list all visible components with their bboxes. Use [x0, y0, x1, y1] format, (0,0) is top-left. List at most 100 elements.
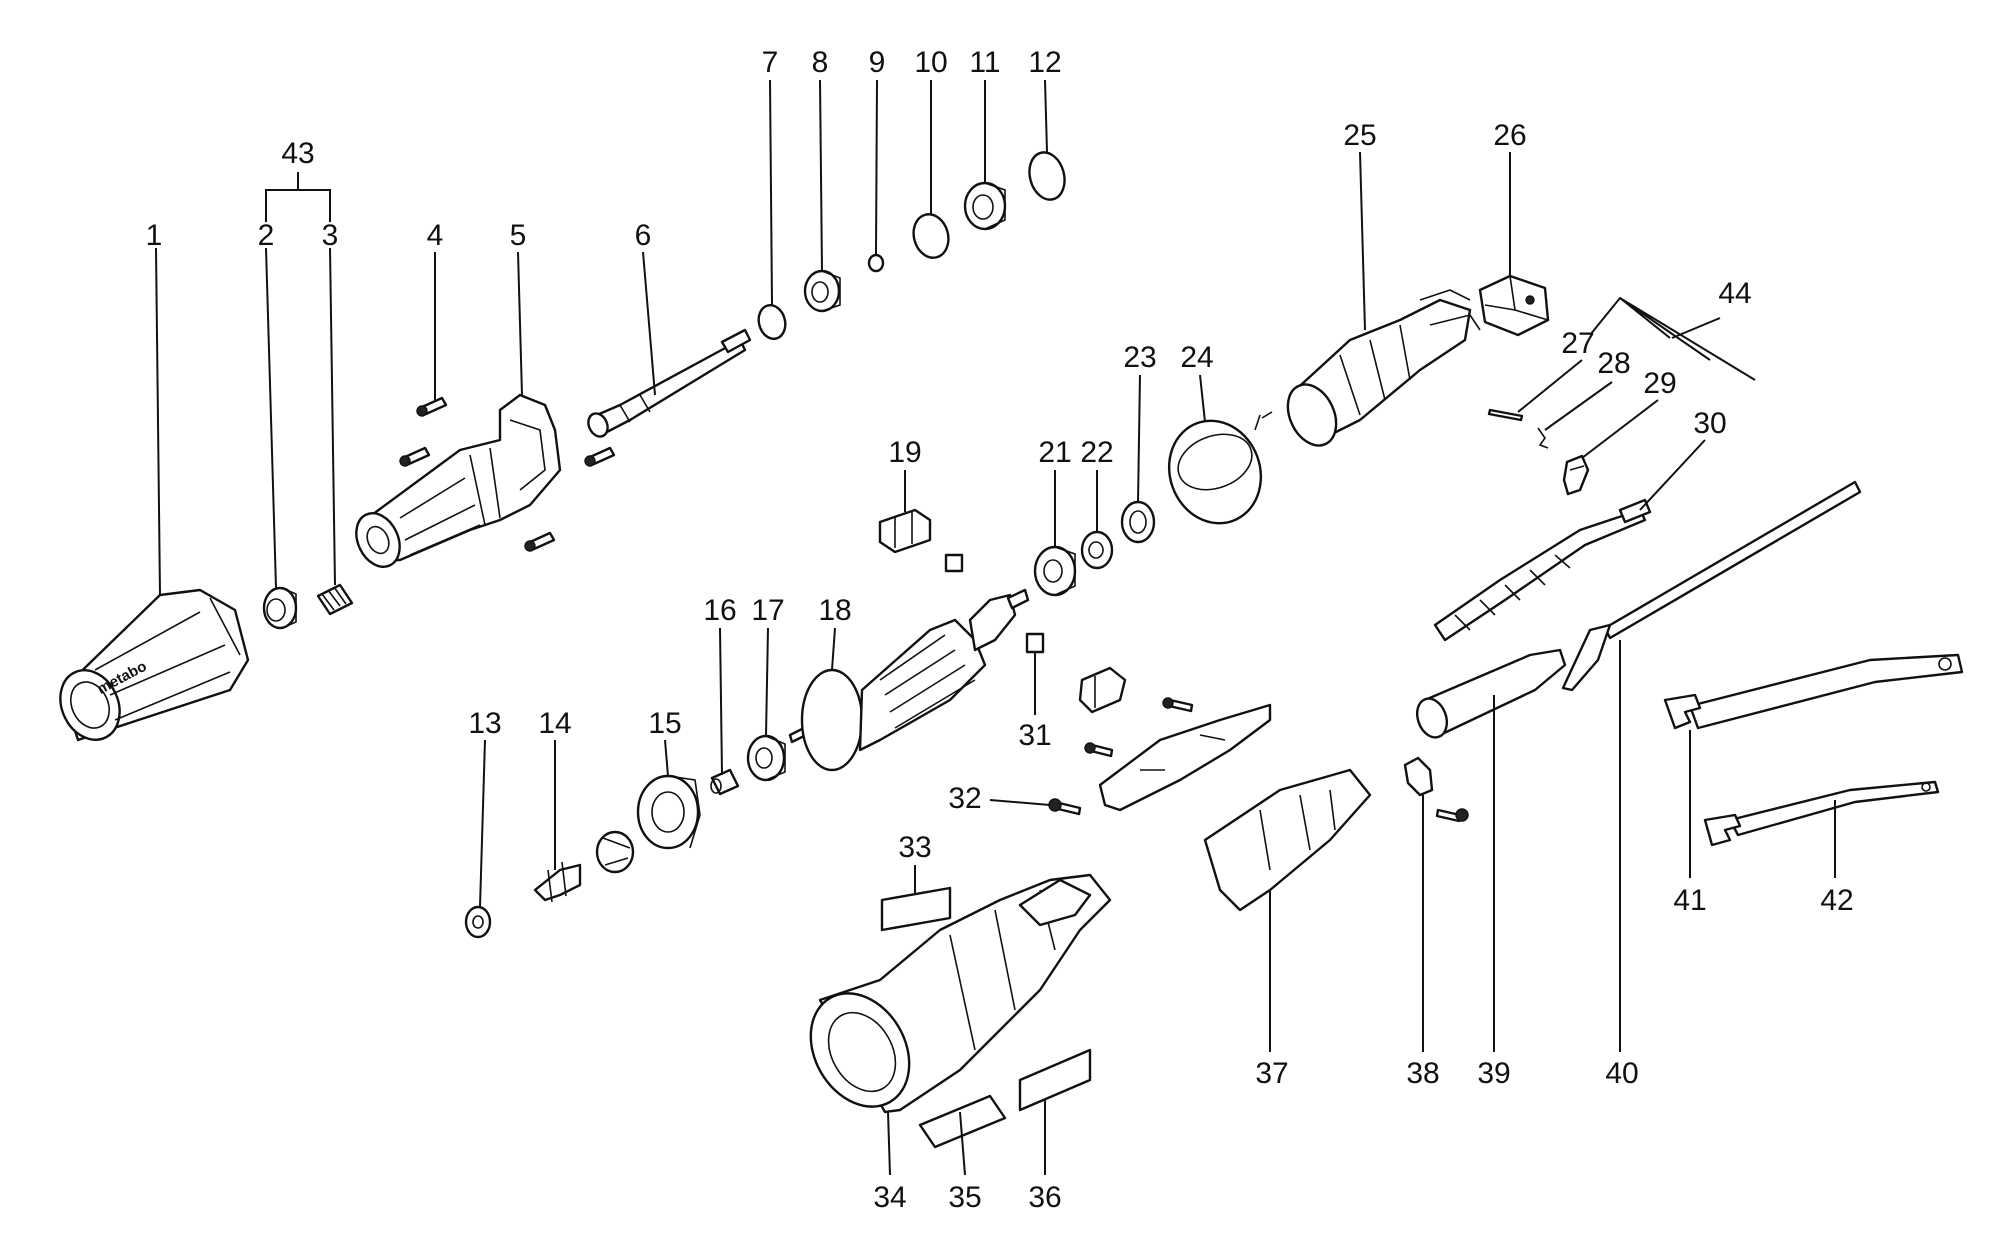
callout-29: 29 [1643, 367, 1676, 400]
leader-28 [1544, 381, 1613, 431]
callout-3: 3 [322, 219, 339, 252]
leader-lines [155, 79, 1836, 1176]
callout-9: 9 [869, 46, 886, 79]
part-8-bearing [803, 269, 841, 313]
leader-2 [265, 247, 277, 589]
callout-6: 6 [635, 219, 652, 252]
callout-32: 32 [948, 782, 981, 815]
callout-12: 12 [1028, 46, 1061, 79]
part-40-rod [1561, 480, 1862, 692]
callout-24: 24 [1180, 341, 1213, 374]
part-9-small-ring [867, 253, 885, 273]
leader-44 [1671, 317, 1721, 339]
leader-17 [765, 627, 769, 737]
callout-7: 7 [762, 46, 779, 79]
part-26-switch [1478, 274, 1550, 337]
callout-30: 30 [1693, 407, 1726, 440]
leader-1 [155, 247, 161, 596]
callout-39: 39 [1477, 1057, 1510, 1090]
part-17-bearing [746, 734, 786, 782]
callout-35: 35 [948, 1181, 981, 1214]
leader-3 [329, 247, 336, 586]
part-42-spanner [1703, 780, 1940, 847]
leader-24 [1199, 374, 1206, 423]
leader-30 [1639, 439, 1706, 511]
callout-17: 17 [751, 594, 784, 627]
callout-41: 41 [1673, 884, 1706, 917]
part-11-bearing [963, 181, 1007, 231]
callout-43: 43 [281, 137, 314, 170]
part-33-label [880, 886, 952, 932]
callout-8: 8 [812, 46, 829, 79]
callout-14: 14 [538, 707, 571, 740]
callout-11: 11 [969, 46, 1000, 79]
carbon-brush [944, 553, 964, 573]
callout-21: 21 [1038, 436, 1071, 469]
leader-32 [989, 799, 1051, 806]
screw-near-38 [1435, 808, 1469, 823]
part-35-label [918, 1094, 1007, 1149]
callout-2: 2 [258, 219, 275, 252]
part-27-pin [1487, 408, 1524, 422]
callout-5: 5 [510, 219, 527, 252]
part-4-screws [399, 396, 616, 552]
callout-42: 42 [1820, 884, 1853, 917]
callout-4: 4 [427, 219, 444, 252]
part-18-armature [788, 588, 1030, 772]
part-36-label [1018, 1048, 1092, 1112]
leader-8 [819, 79, 823, 272]
part-34-motor-housing [809, 873, 1112, 1114]
callout-16: 16 [703, 594, 736, 627]
callout-37: 37 [1255, 1057, 1288, 1090]
callout-1: 1 [146, 219, 163, 252]
part-21-bearing [1033, 545, 1077, 597]
part-16-sleeve [710, 768, 740, 796]
part-13-end-cap [464, 905, 492, 939]
leader-12 [1044, 79, 1048, 153]
part-29-switch-knob [1562, 454, 1590, 496]
callout-33: 33 [898, 831, 931, 864]
part-5-spindle-housing [355, 393, 562, 568]
part-3-collet [316, 583, 354, 616]
leader-23 [1137, 374, 1141, 503]
leader-7 [769, 79, 773, 306]
leader-16 [719, 627, 723, 776]
leader-29 [1581, 399, 1659, 459]
part-15-bearing-plate [636, 774, 701, 850]
part-19-brush-holder [878, 508, 932, 554]
callout-25: 25 [1343, 119, 1376, 152]
callout-numbers: 1 2 3 4 5 6 7 8 9 10 11 12 13 14 15 16 1… [146, 46, 1854, 1214]
part-1-nose-cap: metabo [59, 588, 250, 742]
part-25-stator [1286, 289, 1481, 447]
callout-44: 44 [1718, 277, 1751, 310]
part-14-fan [533, 861, 582, 903]
part-6-spindle [587, 328, 752, 438]
part-32-screws [1048, 697, 1194, 816]
housing-half-shell [1098, 703, 1272, 812]
part-12-ring [1028, 151, 1066, 201]
leader-6 [642, 251, 656, 396]
leader-27 [1517, 359, 1583, 413]
callout-22: 22 [1080, 436, 1113, 469]
callout-40: 40 [1605, 1057, 1638, 1090]
callout-13: 13 [468, 707, 501, 740]
part-39-handle-grip [1415, 648, 1567, 739]
leader-9 [875, 79, 878, 256]
leader-5 [517, 251, 523, 396]
callout-15: 15 [648, 707, 681, 740]
callout-34: 34 [873, 1181, 906, 1214]
callout-10: 10 [914, 46, 947, 79]
callout-18: 18 [818, 594, 851, 627]
callout-23: 23 [1123, 341, 1156, 374]
leader-25 [1359, 151, 1366, 331]
part-2-lock-nut [262, 586, 298, 630]
callout-36: 36 [1028, 1181, 1061, 1214]
leader-18 [831, 627, 836, 671]
part-37-cover [1203, 768, 1372, 912]
leader-34 [887, 1111, 891, 1176]
part-31-carbon-brush [1025, 632, 1045, 654]
leader-15 [664, 739, 669, 777]
leader-35 [959, 1111, 966, 1176]
